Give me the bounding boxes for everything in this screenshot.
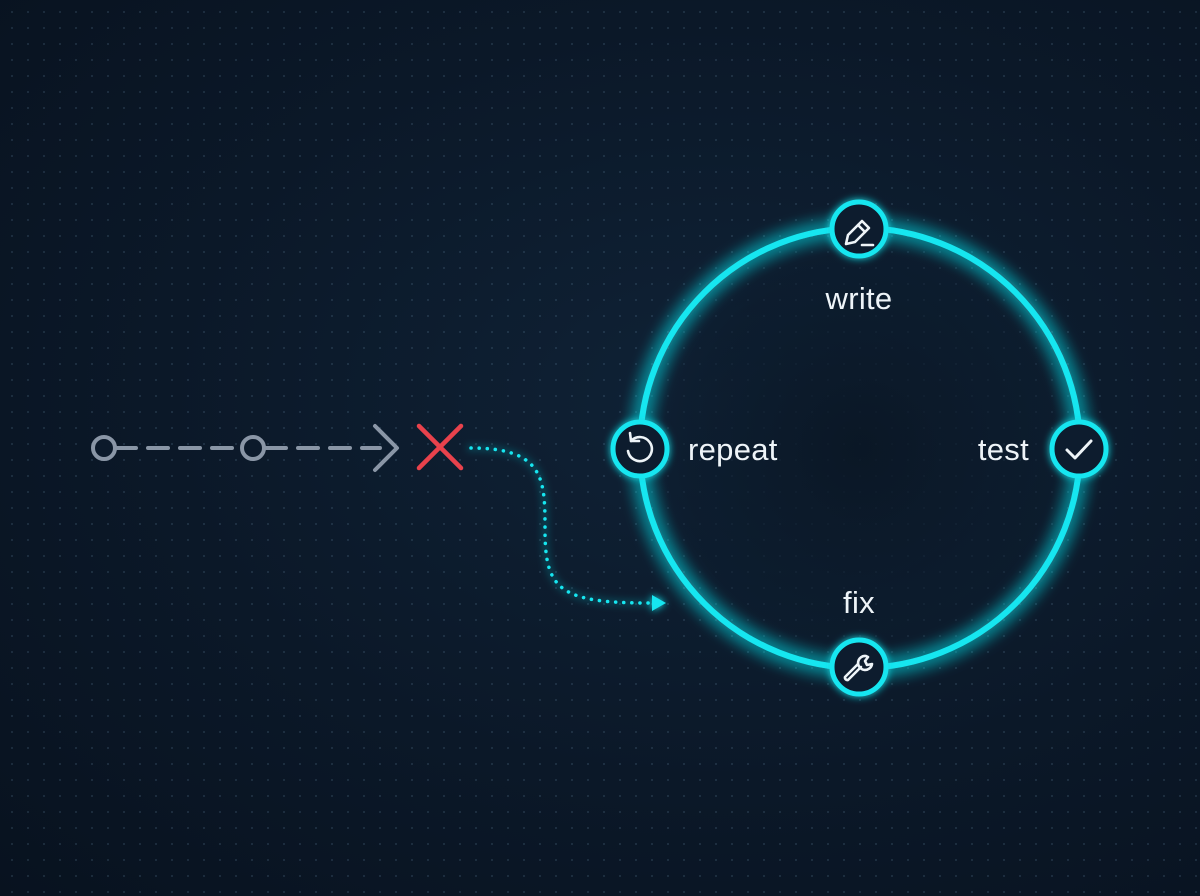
node-label-repeat: repeat bbox=[688, 432, 778, 467]
check-icon bbox=[1065, 439, 1093, 460]
node-repeat bbox=[610, 419, 670, 479]
linear-path bbox=[91, 423, 464, 472]
node-label-write: write bbox=[825, 281, 893, 316]
path-start-node-icon bbox=[91, 435, 117, 461]
pencil-icon bbox=[844, 219, 875, 247]
connector-arrow-icon bbox=[652, 595, 666, 611]
node-test bbox=[1049, 419, 1109, 479]
path-mid-node-icon bbox=[240, 435, 266, 461]
refresh-icon bbox=[626, 431, 654, 463]
node-label-fix: fix bbox=[843, 585, 875, 620]
node-write bbox=[829, 199, 889, 259]
connector-into-loop bbox=[469, 446, 666, 611]
fail-x-icon bbox=[416, 423, 464, 471]
wrench-icon bbox=[843, 654, 874, 682]
node-fix bbox=[829, 637, 889, 697]
arrow-head-icon bbox=[373, 424, 399, 472]
node-label-test: test bbox=[978, 432, 1029, 467]
